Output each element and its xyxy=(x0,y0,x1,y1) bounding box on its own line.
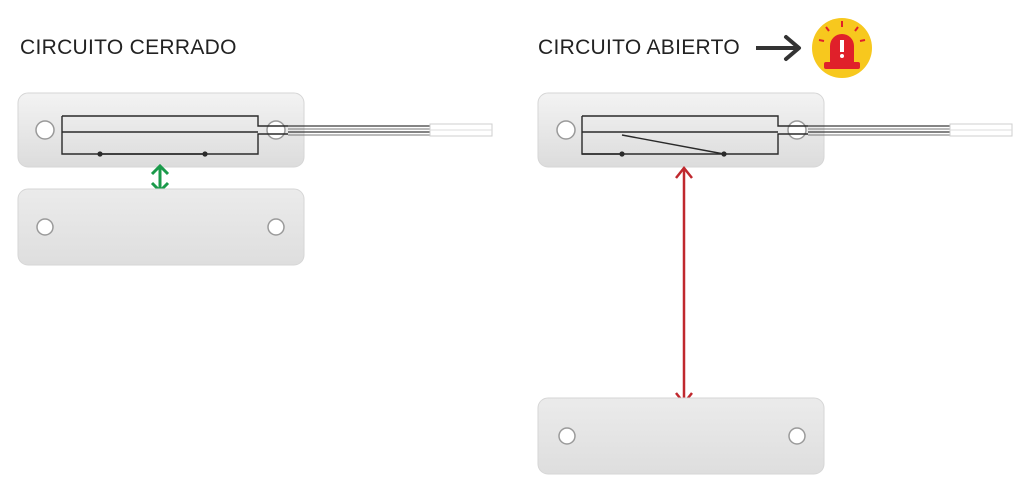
open-reed-switch xyxy=(581,115,808,155)
closed-sensor-wires xyxy=(288,123,493,137)
open-sensor-body xyxy=(537,92,825,168)
closed-gap-arrow xyxy=(150,163,170,194)
mount-hole-icon xyxy=(558,427,576,445)
mount-hole-icon xyxy=(266,120,286,140)
mount-hole-icon xyxy=(267,218,285,236)
mount-hole-icon xyxy=(36,218,54,236)
open-gap-arrow xyxy=(675,165,693,406)
closed-circuit-title: CIRCUITO CERRADO xyxy=(20,36,237,59)
closed-magnet xyxy=(17,188,305,266)
closed-reed-switch xyxy=(61,115,288,155)
mount-hole-icon xyxy=(788,427,806,445)
closed-sensor-body xyxy=(17,92,305,168)
open-sensor-wires xyxy=(808,123,1013,137)
alarm-siren-icon xyxy=(812,18,872,78)
mount-hole-icon xyxy=(556,120,576,140)
mount-hole-icon xyxy=(35,120,55,140)
mount-hole-icon xyxy=(787,120,807,140)
open-circuit-title: CIRCUITO ABIERTO xyxy=(538,36,741,59)
open-magnet xyxy=(537,397,825,475)
arrow-right-icon xyxy=(756,35,801,61)
